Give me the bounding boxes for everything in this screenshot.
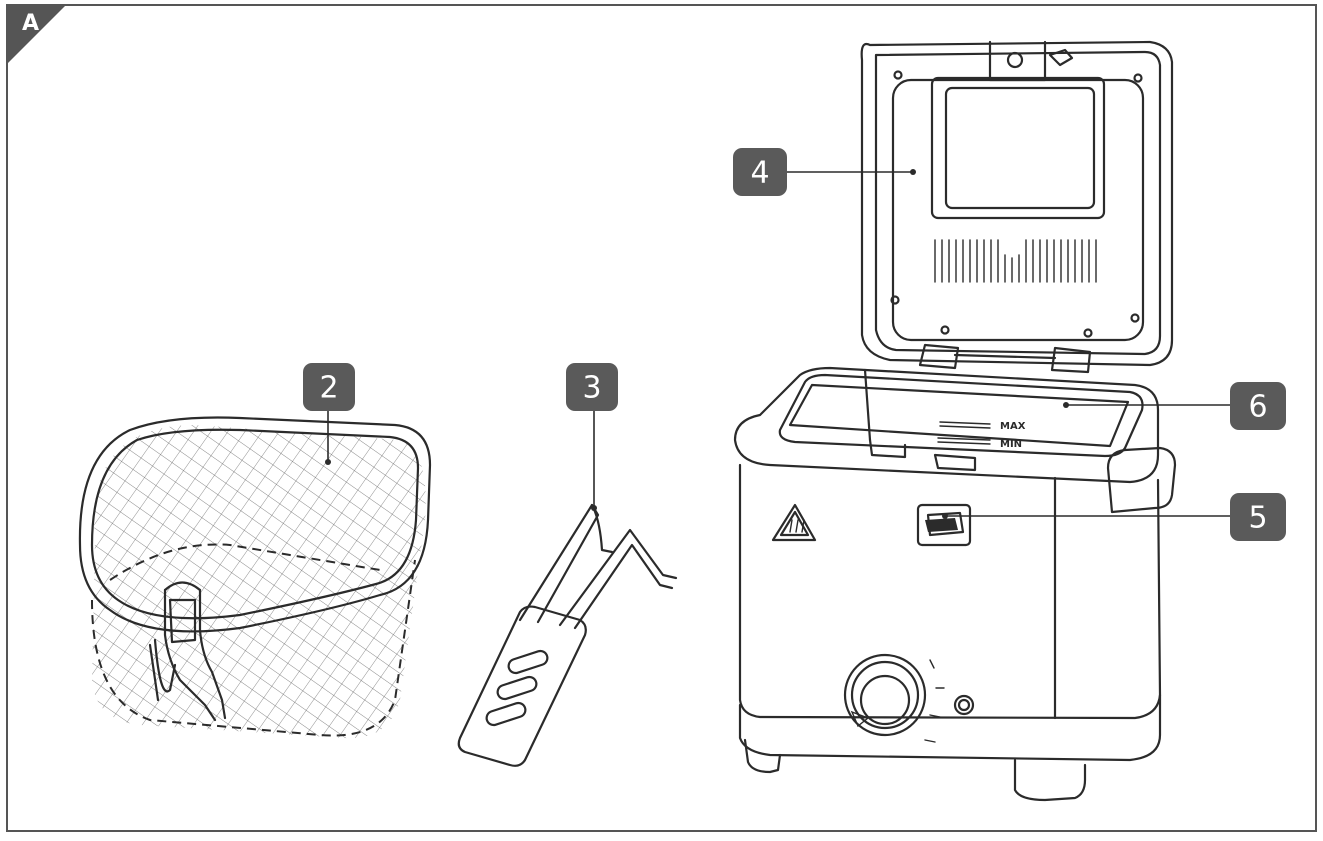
lid-vents (934, 239, 1097, 283)
callout-3: 3 (566, 363, 618, 411)
callout-6: 6 (1230, 382, 1286, 430)
callout-4-number: 4 (750, 156, 769, 191)
max-marking: MAX (1000, 421, 1026, 432)
callout-3-number: 3 (582, 371, 601, 406)
min-marking: MIN (1000, 439, 1022, 450)
figure-frame (6, 4, 1317, 832)
callout-4: 4 (733, 148, 787, 196)
frying-basket (78, 416, 432, 739)
callout-6-number: 6 (1248, 390, 1267, 425)
callout-leaders (325, 169, 1230, 519)
corner-tab (7, 5, 66, 64)
corner-label: A (22, 11, 39, 36)
callout-5: 5 (1230, 493, 1286, 541)
deep-fryer: MAX MIN (733, 40, 1177, 802)
callout-2: 2 (303, 363, 355, 411)
callout-2-number: 2 (319, 371, 338, 406)
basket-handle (457, 503, 678, 767)
callout-5-number: 5 (1248, 501, 1267, 536)
